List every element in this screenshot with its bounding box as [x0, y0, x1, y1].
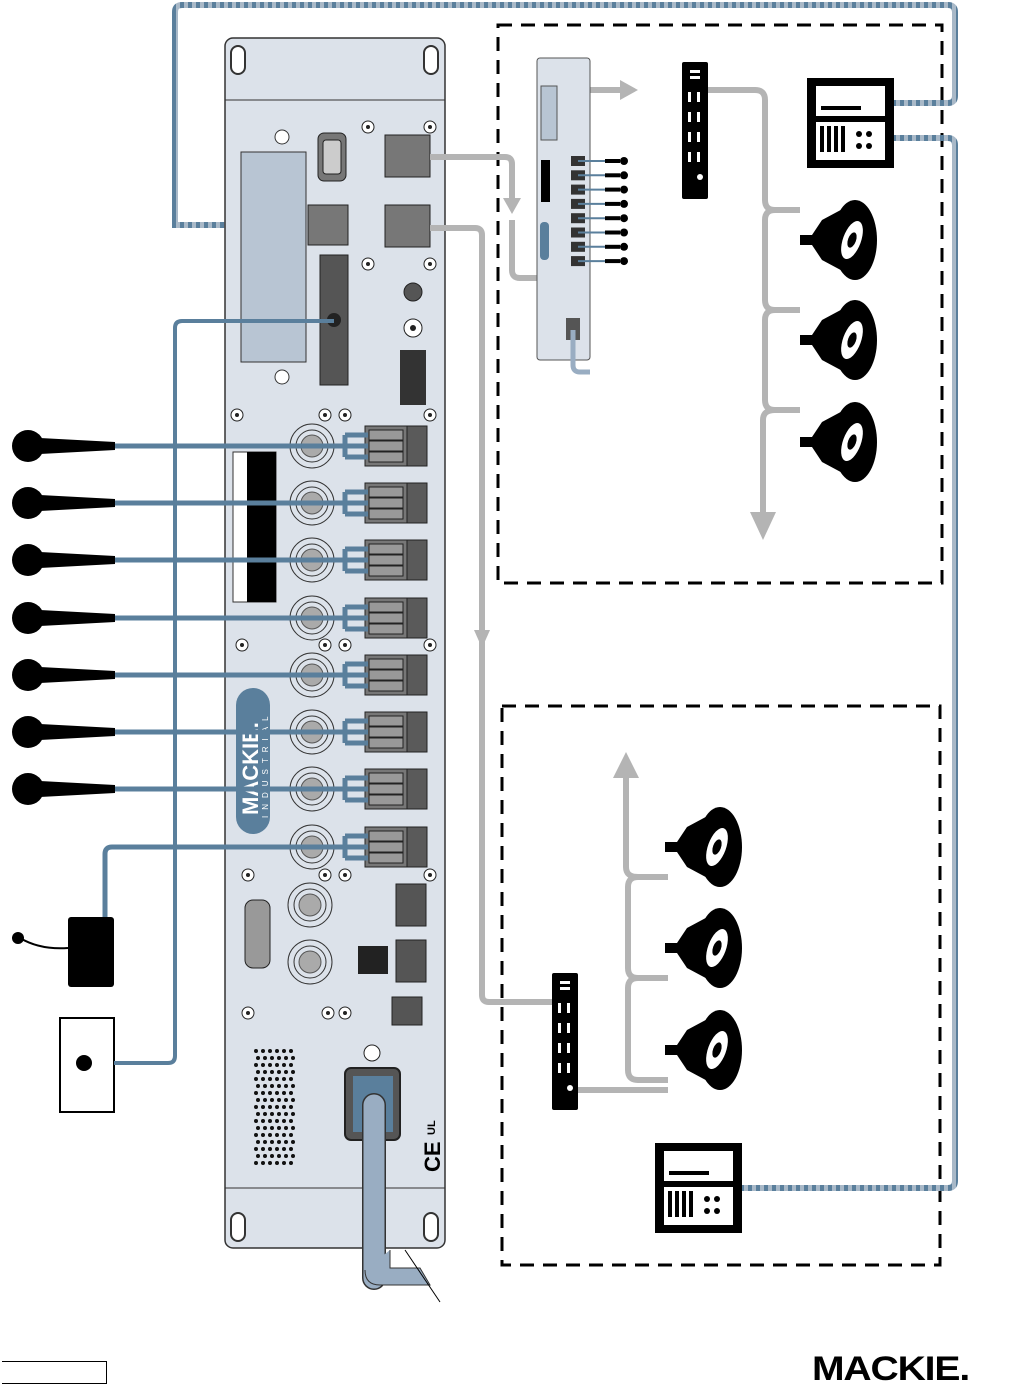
speaker-zone2-1: [665, 807, 742, 887]
arrow-down-icon: [474, 630, 490, 648]
lapel-mic-icon: [12, 932, 24, 944]
arrow-right-icon: [620, 80, 638, 100]
link-cable-bottom: [742, 138, 955, 1188]
amplifier-zone-2: [552, 973, 578, 1110]
speaker-zone1-3: [800, 402, 877, 482]
speaker-zone1-1: [800, 200, 877, 280]
mixer-rack-unit: MACKIE. INDUSTRIAL CE UL: [225, 38, 445, 1248]
arrow-up-icon: [613, 752, 639, 778]
remote-controller-zone-1: [807, 78, 894, 168]
speaker-zone1-2: [800, 300, 877, 380]
arrow-down-icon: [750, 512, 776, 540]
mackie-logo: MACKIE.: [812, 1352, 969, 1386]
ul-mark: UL: [426, 1120, 438, 1135]
arrow-down-icon: [503, 198, 521, 214]
speaker-zone2-2: [665, 908, 742, 988]
remote-controller-zone-2: [655, 1143, 742, 1233]
output-cables: [430, 90, 800, 1090]
speaker-zone2-3: [665, 1010, 742, 1090]
scale-box: [2, 1361, 107, 1384]
amplifier-zone-1: [682, 62, 708, 199]
brand-badge-logo: MACKIE.: [238, 722, 263, 815]
brand-badge-sub: INDUSTRIAL: [261, 710, 270, 818]
aux-source-box: [68, 917, 114, 987]
ce-mark: CE: [420, 1141, 445, 1172]
